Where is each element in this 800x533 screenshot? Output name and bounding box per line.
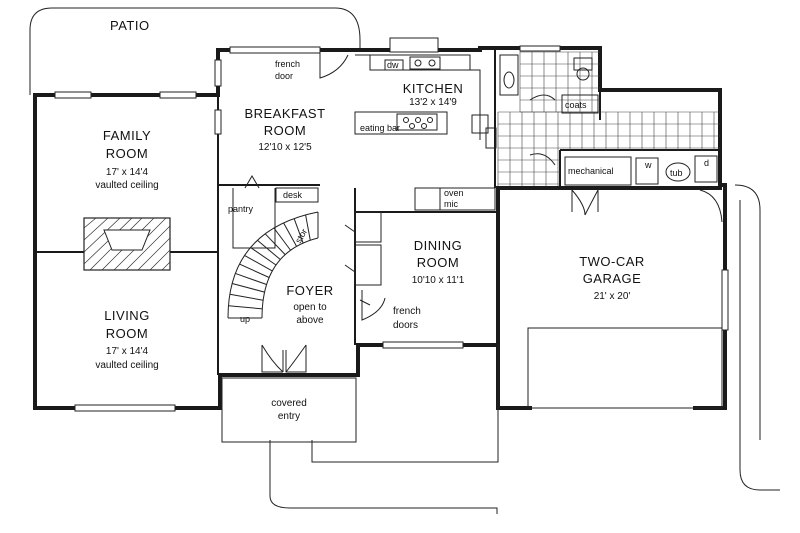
french-door-label-2: door xyxy=(275,71,293,81)
pantry-desk xyxy=(232,175,319,249)
kitchen-name: KITCHEN xyxy=(403,81,464,96)
oven-label-1: oven xyxy=(444,188,464,198)
mechanical-label: mechanical xyxy=(568,166,614,176)
dining-room-dims: 10'10 x 11'1 xyxy=(412,275,465,286)
stor-label: stor xyxy=(293,227,309,245)
dw-label: dw xyxy=(387,60,399,70)
dryer-label: d xyxy=(704,158,709,168)
family-room-name-2: ROOM xyxy=(106,146,148,161)
family-room-name: FAMILY xyxy=(103,128,151,143)
coats-label: coats xyxy=(565,100,587,110)
garage-dims: 21' x 20' xyxy=(594,291,631,302)
dining-room-name-2: ROOM xyxy=(417,255,459,270)
living-room-note: vaulted ceiling xyxy=(95,360,158,371)
windows xyxy=(54,37,729,412)
living-room-dims: 17' x 14'4 xyxy=(106,346,149,357)
foyer-note-1: open to xyxy=(293,302,327,313)
washer-label: w xyxy=(644,160,652,170)
breakfast-room-dims: 12'10 x 12'5 xyxy=(258,142,312,153)
stair-tread xyxy=(264,233,286,255)
stair-tread xyxy=(239,263,270,278)
oven-cabinet xyxy=(414,187,496,211)
stair-tread xyxy=(305,214,311,241)
stair-tread xyxy=(235,272,267,286)
entry-label-1: covered xyxy=(271,398,307,409)
french-doors-label-1: french xyxy=(393,306,421,317)
door-swings xyxy=(319,52,556,321)
eating-bar-counter xyxy=(354,111,448,135)
patio-outline xyxy=(29,7,361,95)
stair-tread xyxy=(283,222,298,247)
oven-label-2: mic xyxy=(444,199,458,209)
garage-name-2: GARAGE xyxy=(583,271,642,286)
fireplace xyxy=(83,217,171,271)
family-room-dims: 17' x 14'4 xyxy=(106,167,149,178)
coats-closet xyxy=(561,94,599,114)
bath-fixtures xyxy=(499,54,599,114)
stair-tread xyxy=(229,293,264,301)
eating-bar-label: eating bar xyxy=(360,123,400,133)
foyer-name: FOYER xyxy=(286,283,333,298)
walkway xyxy=(269,345,499,514)
stair-tread xyxy=(244,254,273,272)
breakfast-room-name: BREAKFAST xyxy=(244,106,325,121)
room-labels: PATIO FAMILY ROOM 17' x 14'4 vaulted cei… xyxy=(95,18,644,422)
french-door-label-1: french xyxy=(275,59,300,69)
desk-label: desk xyxy=(283,190,303,200)
living-room-name-2: ROOM xyxy=(106,326,148,341)
stair-tread xyxy=(250,247,277,266)
foyer-closets xyxy=(344,211,382,306)
patio-label: PATIO xyxy=(110,18,150,33)
stair-tread xyxy=(228,305,263,310)
family-room-note: vaulted ceiling xyxy=(95,180,158,191)
covered-entry xyxy=(221,344,357,443)
mechanical-room xyxy=(564,156,632,186)
laundry xyxy=(564,155,718,186)
stair-up-label: up xyxy=(240,314,250,324)
stair-tread xyxy=(273,227,291,251)
stair-tread xyxy=(232,283,265,293)
entry-label-2: entry xyxy=(278,411,300,422)
garage-details xyxy=(527,184,780,491)
tub-label: tub xyxy=(670,168,683,178)
pantry-label: pantry xyxy=(228,204,254,214)
kitchen-dims: 13'2 x 14'9 xyxy=(409,97,457,108)
curved-staircase xyxy=(227,211,319,319)
stair-tread xyxy=(293,218,304,244)
breakfast-room-name-2: ROOM xyxy=(264,123,306,138)
kitchen-counters xyxy=(354,54,497,211)
french-doors-label-2: doors xyxy=(393,320,418,331)
foyer-note-2: above xyxy=(296,315,324,326)
garage-name: TWO-CAR xyxy=(579,254,645,269)
dining-room-name: DINING xyxy=(414,238,463,253)
tile-floor xyxy=(497,51,720,186)
living-room-name: LIVING xyxy=(104,308,150,323)
stair-tread xyxy=(257,239,281,260)
